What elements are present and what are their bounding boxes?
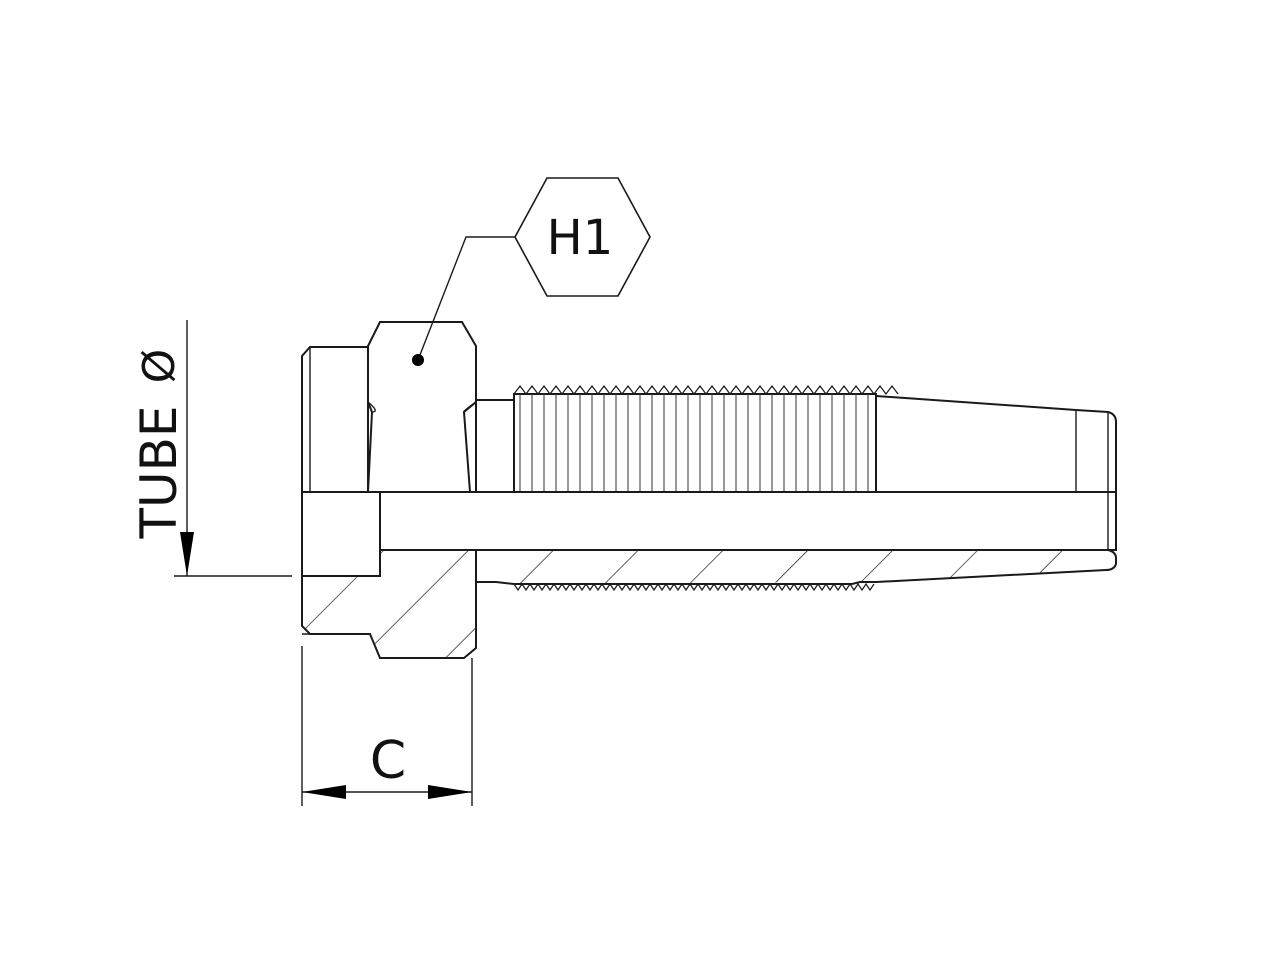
nut-length-label: C <box>370 731 406 791</box>
nut-collar <box>301 346 369 493</box>
callout-dot <box>412 354 424 366</box>
nut-length-dimension: C <box>301 646 473 806</box>
tube-diameter-label: TUBE <box>130 405 188 539</box>
diameter-symbol: Ø <box>134 349 185 384</box>
thread-lines <box>519 394 869 492</box>
hex-nut <box>366 321 477 493</box>
tube-diameter-dimension: TUBE Ø <box>130 320 292 577</box>
hex-callout: H1 <box>412 177 651 366</box>
thread-crests <box>513 385 899 395</box>
fitting-exterior-view <box>301 321 1117 493</box>
fitting-section-view <box>301 549 1117 659</box>
arrowhead-icon <box>302 785 346 799</box>
hexagon-icon <box>514 177 651 297</box>
body-section <box>475 549 1117 585</box>
callout-leader <box>417 236 515 361</box>
arrowhead-icon <box>180 532 194 576</box>
hex-size-label: H1 <box>547 210 614 266</box>
section-serrations <box>513 582 875 592</box>
tapered-tail <box>875 394 1117 493</box>
arrowhead-icon <box>428 785 472 799</box>
fitting-neck <box>475 399 515 493</box>
